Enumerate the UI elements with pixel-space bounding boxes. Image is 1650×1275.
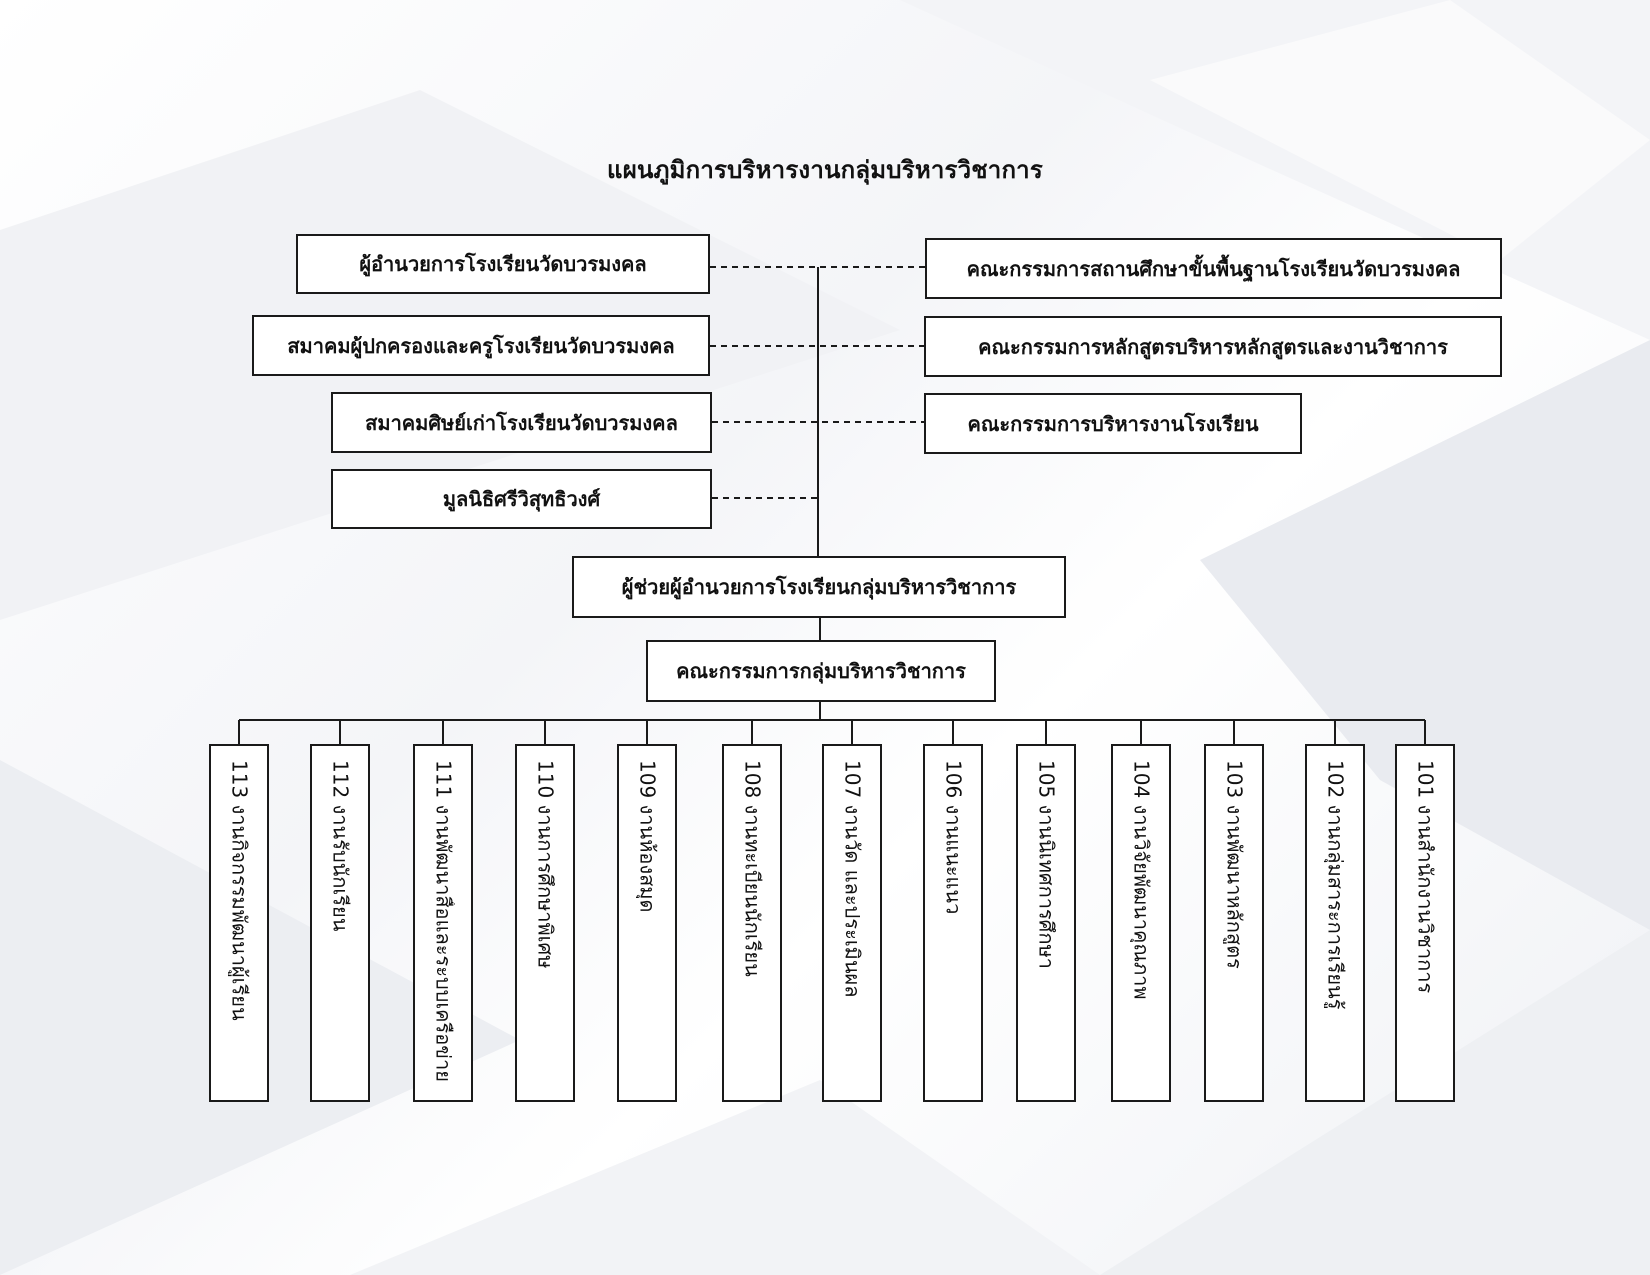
- unit-label: 113 งานกิจกรรมพัฒนาผู้เรียน: [227, 760, 251, 1021]
- unit-box-106: 106 งานแนะแนว: [923, 744, 983, 1102]
- unit-box-109: 109 งานห้องสมุด: [617, 744, 677, 1102]
- curriculum-committee-box: คณะกรรมการหลักสูตรบริหารหลักสูตรและงานวิ…: [924, 316, 1502, 377]
- school-admin-committee-box: คณะกรรมการบริหารงานโรงเรียน: [924, 393, 1302, 454]
- unit-box-103: 103 งานพัฒนาหลักสูตร: [1204, 744, 1264, 1102]
- basic-education-board-box: คณะกรรมการสถานศึกษาขั้นพื้นฐานโรงเรียนวั…: [925, 238, 1502, 299]
- unit-label: 112 งานรับนักเรียน: [328, 760, 352, 932]
- unit-label: 105 งานนิเทศการศึกษา: [1034, 760, 1058, 969]
- unit-label: 108 งานทะเบียนนักเรียน: [740, 760, 764, 977]
- alumni-association-box: สมาคมศิษย์เก่าโรงเรียนวัดบวรมงคล: [331, 392, 712, 453]
- unit-box-108: 108 งานทะเบียนนักเรียน: [722, 744, 782, 1102]
- academic-committee-box: คณะกรรมการกลุ่มบริหารวิชาการ: [646, 640, 996, 702]
- chart-title: แผนภูมิการบริหารงานกลุ่มบริหารวิชาการ: [607, 156, 1043, 184]
- unit-label: 101 งานสำนักงานวิชาการ: [1413, 760, 1437, 994]
- unit-label: 103 งานพัฒนาหลักสูตร: [1222, 760, 1246, 969]
- unit-label: 109 งานห้องสมุด: [635, 760, 659, 913]
- unit-box-111: 111 งานพัฒนาสื่อและระบบเครือข่าย: [413, 744, 473, 1102]
- unit-label: 104 งานวิจัยพัฒนาคุณภาพ: [1129, 760, 1153, 1000]
- foundation-box: มูลนิธิศรีวิสุทธิวงศ์: [331, 469, 712, 529]
- unit-label: 111 งานพัฒนาสื่อและระบบเครือข่าย: [431, 760, 455, 1082]
- director-box: ผู้อำนวยการโรงเรียนวัดบวรมงคล: [296, 234, 710, 294]
- unit-box-104: 104 งานวิจัยพัฒนาคุณภาพ: [1111, 744, 1171, 1102]
- unit-box-112: 112 งานรับนักเรียน: [310, 744, 370, 1102]
- unit-box-105: 105 งานนิเทศการศึกษา: [1016, 744, 1076, 1102]
- unit-box-102: 102 งานกลุ่มสาระการเรียนรู้: [1305, 744, 1365, 1102]
- unit-box-110: 110 งานการศึกษาพิเศษ: [515, 744, 575, 1102]
- unit-box-107: 107 งานวัด และประเมินผล: [822, 744, 882, 1102]
- assistant-director-box: ผู้ช่วยผู้อำนวยการโรงเรียนกลุ่มบริหารวิช…: [572, 556, 1066, 618]
- unit-label: 106 งานแนะแนว: [941, 760, 965, 915]
- unit-box-101: 101 งานสำนักงานวิชาการ: [1395, 744, 1455, 1102]
- parent-teacher-association-box: สมาคมผู้ปกครองและครูโรงเรียนวัดบวรมงคล: [252, 315, 710, 376]
- unit-box-113: 113 งานกิจกรรมพัฒนาผู้เรียน: [209, 744, 269, 1102]
- unit-label: 102 งานกลุ่มสาระการเรียนรู้: [1323, 760, 1347, 1010]
- unit-label: 110 งานการศึกษาพิเศษ: [533, 760, 557, 969]
- unit-label: 107 งานวัด และประเมินผล: [840, 760, 864, 998]
